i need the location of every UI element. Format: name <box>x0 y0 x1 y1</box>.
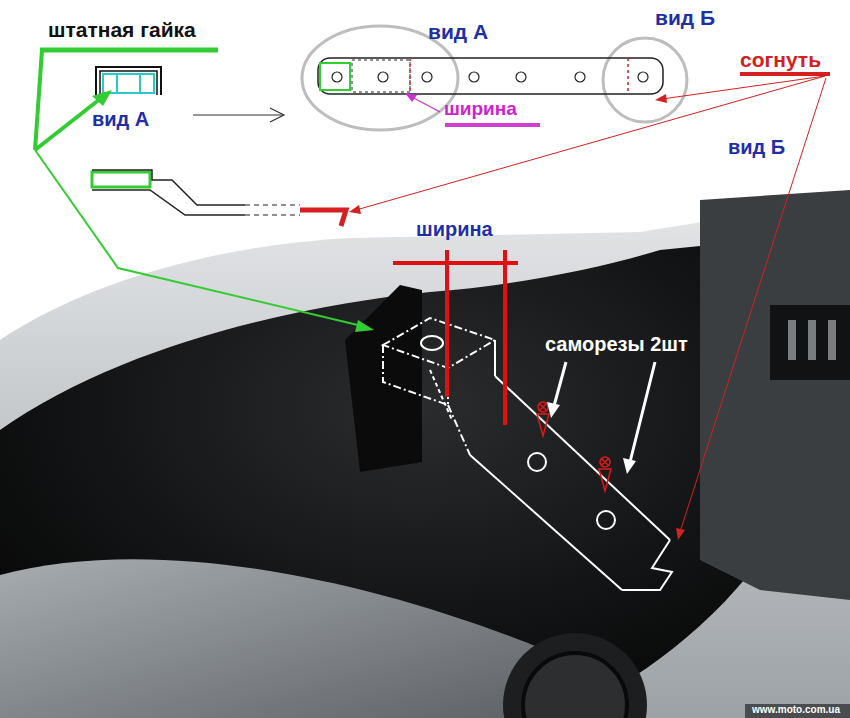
hole <box>469 72 479 82</box>
bend-segment <box>300 210 346 226</box>
red-leader <box>356 76 825 210</box>
nut-seat-side <box>92 172 150 187</box>
hole <box>638 72 648 82</box>
width-zone <box>352 60 410 92</box>
strip-holes <box>332 72 648 82</box>
strip-side <box>92 190 245 215</box>
magenta-arrowhead <box>405 93 417 102</box>
strip-side <box>92 170 245 205</box>
connector-pin <box>788 320 796 360</box>
part-name: саморезы 2шт <box>545 333 688 356</box>
white-arrowhead <box>547 402 560 418</box>
dimension-label: ширина <box>444 98 517 120</box>
connector-pin <box>828 320 836 360</box>
bracket-front <box>383 345 448 405</box>
housing-lower-plane <box>0 559 560 718</box>
bracket-top <box>383 318 495 368</box>
strip-edge <box>495 376 670 540</box>
view-label: вид Б <box>655 6 715 30</box>
part-name: штатная гайка <box>48 18 196 42</box>
screw-symbol <box>537 402 611 491</box>
nut-body <box>103 74 154 93</box>
strip-side-break <box>245 214 300 215</box>
red-arrowhead <box>349 205 361 214</box>
watermark: www.moto.com.ua <box>752 704 840 716</box>
screw-cross <box>539 403 547 411</box>
screw-shank <box>599 469 611 491</box>
strip-plan <box>318 58 663 94</box>
nut-body <box>139 74 141 93</box>
view-label: вид Б <box>728 136 785 159</box>
red-leader <box>680 78 826 532</box>
red-arrowhead <box>676 528 685 540</box>
strip-hole <box>528 453 546 471</box>
bracket-hole <box>421 336 443 350</box>
nut-outline <box>96 67 161 95</box>
bracket-bend <box>448 405 470 455</box>
green-underline <box>40 48 218 53</box>
green-arrowhead <box>355 320 374 332</box>
green-leader <box>35 99 100 150</box>
detail-circle <box>603 38 687 122</box>
bulb-socket <box>503 633 647 718</box>
white-leader <box>554 362 566 406</box>
white-arrowhead <box>623 458 636 474</box>
mount-frame <box>700 190 850 600</box>
screw-cross <box>601 458 609 466</box>
housing <box>0 240 760 718</box>
white-leader <box>630 362 655 462</box>
dimension-line <box>393 261 518 265</box>
hole <box>575 72 585 82</box>
hole <box>332 72 342 82</box>
green-leader <box>35 50 42 150</box>
view-label: вид А <box>428 20 488 44</box>
strip-edge <box>470 455 622 590</box>
hole <box>422 72 432 82</box>
dimension-line <box>445 250 449 397</box>
hole <box>378 72 388 82</box>
fold-line <box>627 58 629 94</box>
view-arrow <box>193 114 283 115</box>
screw-head <box>538 402 548 412</box>
red-underline <box>740 72 830 76</box>
view-arrow <box>270 108 284 122</box>
green-arrowhead <box>92 90 112 106</box>
nut-body <box>116 74 118 93</box>
watermark-bar <box>745 704 850 718</box>
hole <box>516 72 526 82</box>
view-label: вид А <box>92 108 149 131</box>
green-leader <box>35 150 362 326</box>
screw-shank <box>537 414 549 436</box>
strip-tab <box>622 540 672 590</box>
bracket-overlay <box>383 318 672 590</box>
magenta-underline <box>445 123 540 127</box>
fold-line <box>409 58 411 94</box>
strip-side-break <box>245 204 300 205</box>
connector <box>770 305 850 380</box>
connector-pin <box>808 320 816 360</box>
bracket-side <box>494 340 496 376</box>
dimension-label: ширина <box>416 218 493 241</box>
dimension-line <box>503 250 507 425</box>
nut-seat <box>320 63 350 90</box>
red-arrowhead <box>655 94 667 103</box>
screw-head <box>600 457 610 467</box>
bulb-socket-ring <box>523 653 627 718</box>
instruction-label: согнуть <box>740 48 821 72</box>
red-leader <box>662 76 825 99</box>
strip-hole <box>597 511 615 529</box>
